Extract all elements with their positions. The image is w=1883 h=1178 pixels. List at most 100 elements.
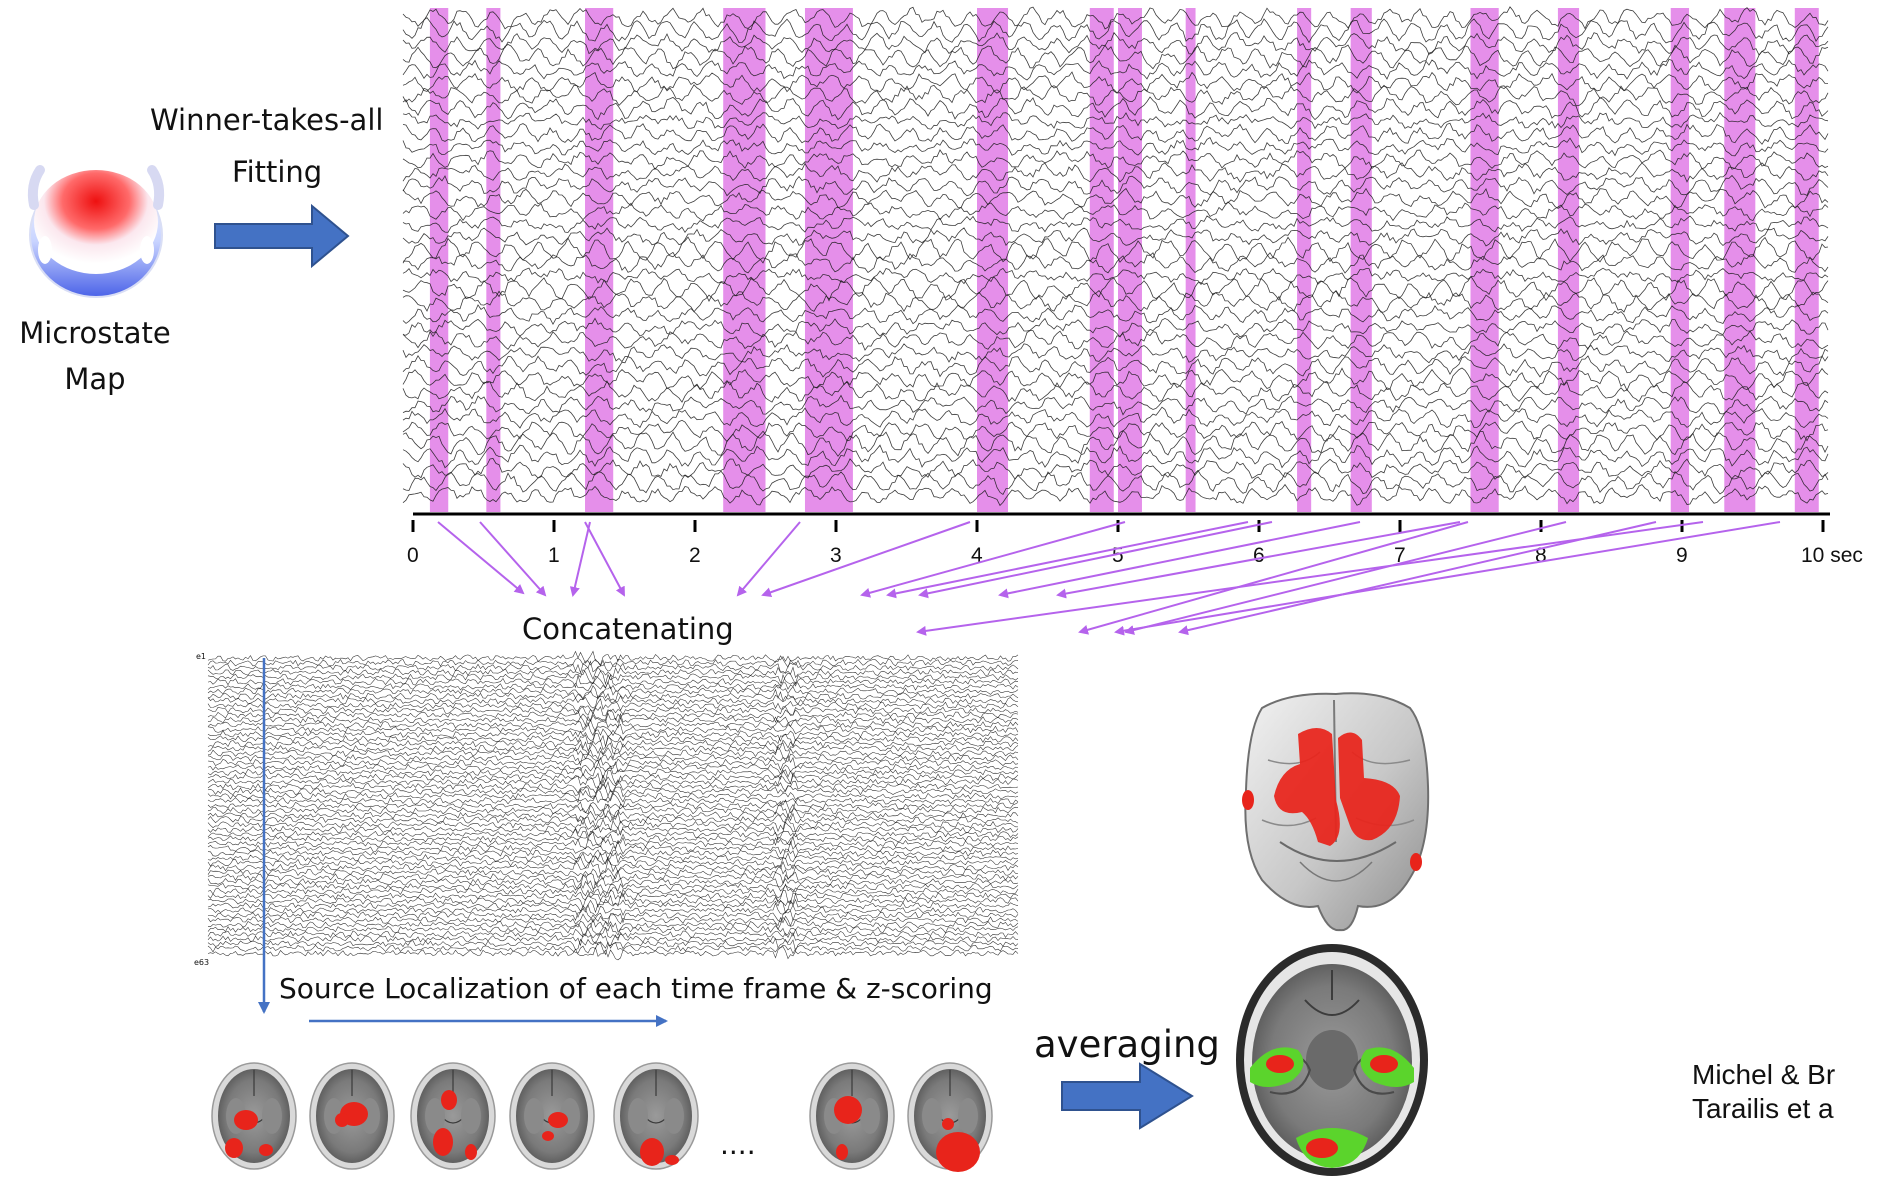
concatenation-arrow — [998, 521, 1361, 599]
eeg-trace — [402, 317, 1829, 338]
highlight-band-10 — [1350, 8, 1372, 512]
eeg-trace — [402, 111, 1829, 130]
concatenated-trace — [207, 870, 1019, 886]
concatenated-trace — [207, 922, 1019, 937]
averaging-arrow — [1061, 1062, 1194, 1130]
concatenation-arrow — [479, 521, 547, 597]
concatenated-trace — [207, 705, 1019, 717]
eeg-trace — [402, 71, 1829, 94]
brain-slice — [613, 1062, 699, 1170]
concatenated-trace — [207, 946, 1019, 961]
concatenated-trace — [207, 874, 1019, 890]
brain-slice — [509, 1062, 595, 1170]
concatenated-trace — [207, 793, 1019, 808]
concatenated-trace — [207, 855, 1019, 870]
brain-slice — [809, 1062, 895, 1170]
source-localization-label: Source Localization of each time frame &… — [279, 972, 993, 1005]
concatenated-eeg-panel — [200, 650, 1020, 962]
concatenated-trace — [207, 659, 1019, 674]
concatenated-trace — [207, 811, 1019, 828]
channel-label-top: e1 — [196, 652, 207, 661]
eeg-trace — [402, 469, 1829, 495]
eeg-trace — [402, 406, 1829, 429]
concatenated-trace — [207, 688, 1019, 702]
eeg-trace — [402, 267, 1829, 286]
averaged-axial-slice — [1236, 944, 1428, 1176]
axis-tick-label: 1 — [548, 544, 560, 567]
concatenation-arrow — [1056, 521, 1461, 599]
concatenation-arrow — [1124, 521, 1567, 635]
concatenated-trace — [207, 709, 1019, 723]
eeg-trace — [402, 96, 1829, 121]
microstate-label: Microstate Map — [10, 310, 180, 402]
highlight-band-0 — [429, 8, 449, 512]
eeg-trace — [402, 458, 1829, 480]
concatenated-trace — [207, 673, 1019, 689]
brain-slice — [907, 1062, 993, 1172]
concatenated-trace — [207, 655, 1019, 668]
concatenated-trace — [207, 828, 1019, 842]
concatenated-trace — [207, 712, 1019, 727]
concatenation-arrow — [761, 521, 971, 598]
eeg-trace — [402, 304, 1829, 326]
winner-takes-all-label: Winner-takes-all — [150, 103, 384, 137]
concatenation-arrow — [886, 521, 1249, 599]
concatenated-trace — [207, 859, 1019, 875]
brain-slice — [309, 1062, 395, 1170]
concatenation-arrow — [1114, 521, 1781, 636]
fitting-arrow — [214, 203, 350, 269]
eeg-trace — [402, 483, 1829, 507]
eeg-trace — [402, 174, 1829, 197]
citation-line1: Michel & Br — [1692, 1059, 1836, 1090]
highlight-band-7 — [1118, 8, 1142, 512]
brain-slice — [410, 1062, 496, 1170]
eeg-trace — [402, 215, 1829, 234]
eeg-trace — [402, 367, 1829, 392]
concatenated-trace — [207, 852, 1019, 865]
concatenated-trace — [207, 721, 1019, 737]
concatenation-arrow — [860, 521, 1126, 598]
concatenated-trace — [207, 848, 1019, 861]
highlight-band-13 — [1670, 8, 1690, 512]
concatenated-trace — [207, 941, 1019, 956]
concatenated-trace — [208, 907, 1019, 924]
concatenated-trace — [207, 931, 1019, 947]
eeg-trace — [402, 289, 1829, 313]
concatenated-trace — [207, 775, 1019, 789]
eeg-trace — [402, 162, 1829, 183]
concatenated-trace — [207, 912, 1019, 927]
concatenated-trace — [207, 716, 1019, 733]
highlight-band-12 — [1557, 8, 1580, 512]
concatenation-arrow — [916, 521, 1704, 636]
concatenation-arrow — [918, 521, 1273, 599]
concatenated-traces — [207, 650, 1019, 961]
concatenated-trace — [207, 840, 1019, 855]
eeg-trace — [402, 137, 1829, 157]
highlight-band-14 — [1724, 8, 1756, 512]
axis-tick-label: 7 — [1394, 544, 1406, 567]
eeg-trace — [402, 430, 1829, 457]
concatenated-trace — [207, 765, 1019, 780]
concatenated-trace — [207, 880, 1019, 894]
eeg-trace — [402, 354, 1829, 378]
citation-line2: Tarailis et a — [1692, 1093, 1834, 1124]
highlight-bands — [429, 8, 1819, 512]
concatenated-trace — [207, 898, 1019, 914]
eeg-trace — [402, 84, 1829, 107]
concatenated-trace — [207, 789, 1019, 803]
concatenated-trace — [207, 753, 1019, 767]
concatenation-arrows — [437, 521, 1781, 636]
eeg-trace — [402, 330, 1829, 351]
concatenated-trace — [207, 892, 1019, 909]
concatenated-trace — [207, 902, 1019, 919]
eeg-trace — [402, 380, 1829, 403]
eeg-trace — [402, 444, 1829, 469]
brain-slice — [211, 1062, 297, 1170]
concatenated-trace — [207, 669, 1019, 686]
highlight-band-5 — [977, 8, 1009, 512]
axis-tick-label: 0 — [407, 544, 419, 567]
concatenated-trace — [207, 865, 1019, 881]
highlight-band-1 — [486, 8, 501, 512]
